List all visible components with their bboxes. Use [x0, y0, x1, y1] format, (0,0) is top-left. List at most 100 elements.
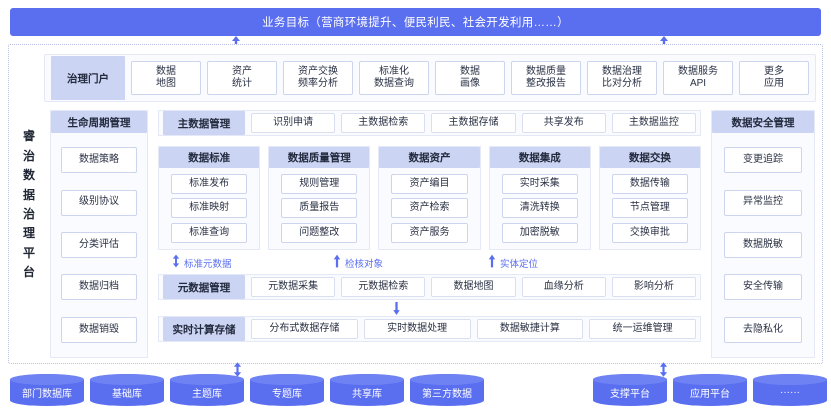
cylinder-top	[250, 374, 324, 385]
security-header: 数据安全管理	[712, 111, 814, 133]
data-source-label: 共享库	[352, 388, 382, 400]
master-data-item-monitor[interactable]: 主数据监控	[611, 113, 697, 133]
realtime-item-agile-compute[interactable]: 数据敏捷计算	[476, 319, 584, 339]
master-data-item-share-publish[interactable]: 共享发布	[521, 113, 606, 133]
domain-item-encrypt-mask[interactable]: 加密脱敏	[501, 222, 578, 243]
domain-item-asset-search[interactable]: 资产检索	[391, 198, 468, 219]
arrow-metadata-realtime	[392, 302, 402, 315]
domain-data-standard: 数据标准 标准发布 标准映射 标准查询	[158, 146, 261, 250]
data-source-label: 支撑平台	[610, 388, 650, 400]
domain-item-standard-query[interactable]: 标准查询	[171, 222, 248, 243]
master-data-item-identify-apply[interactable]: 识别申请	[251, 113, 336, 133]
lifecycle-item-data-policy[interactable]: 数据策略	[61, 147, 137, 174]
brand-char: 台	[22, 265, 35, 280]
metadata-item-search[interactable]: 元数据检索	[341, 277, 426, 297]
data-source-special-db[interactable]: 专题库	[250, 374, 324, 406]
domain-item-quality-report[interactable]: 质量报告	[281, 198, 358, 219]
security-item-data-masking[interactable]: 数据脱敏	[724, 231, 802, 258]
lifecycle-header: 生命周期管理	[51, 111, 147, 133]
data-source-department-db[interactable]: 部门数据库	[10, 374, 84, 406]
data-source-group-right: 支撑平台 应用平台 ······	[593, 374, 827, 406]
metadata-item-data-map[interactable]: 数据地图	[431, 277, 516, 297]
platform-support[interactable]: 支撑平台	[593, 374, 667, 406]
toolbar-item-standard-query[interactable]: 标准化数据查询	[359, 61, 429, 95]
master-data-row: 主数据管理 识别申请 主数据检索 主数据存储 共享发布 主数据监控	[158, 110, 701, 136]
metadata-item-lineage[interactable]: 血缘分析	[521, 277, 606, 297]
cylinder-top	[593, 374, 667, 385]
data-source-label: 主题库	[192, 388, 222, 400]
platform-more[interactable]: ······	[753, 374, 827, 406]
arrow-up-icon	[488, 254, 496, 271]
domain-data-asset: 数据资产 资产编目 资产检索 资产服务	[378, 146, 481, 250]
lifecycle-panel: 生命周期管理 数据策略 级别协议 分类评估 数据归档 数据销毁	[50, 110, 148, 358]
lifecycle-item-classification[interactable]: 分类评估	[61, 231, 137, 258]
domain-list: 实时采集 清洗转换 加密脱敏	[490, 168, 590, 249]
metadata-header: 元数据管理	[163, 275, 245, 299]
domain-item-rule-management[interactable]: 规则管理	[281, 174, 358, 195]
security-item-secure-transfer[interactable]: 安全传输	[724, 274, 802, 301]
master-data-item-storage[interactable]: 主数据存储	[431, 113, 516, 133]
cylinder-top	[753, 374, 827, 385]
data-source-third-party[interactable]: 第三方数据	[410, 374, 484, 406]
toolbar-item-data-map[interactable]: 数据地图	[131, 61, 201, 95]
domain-item-exchange-approve[interactable]: 交换审批	[611, 222, 689, 243]
flow-label-check-object: 检核对象	[333, 254, 383, 271]
platform-application[interactable]: 应用平台	[673, 374, 747, 406]
lifecycle-item-level-agreement[interactable]: 级别协议	[61, 189, 137, 216]
security-item-change-tracking[interactable]: 变更追踪	[724, 147, 802, 174]
toolbar-item-more-apps[interactable]: 更多应用	[739, 61, 809, 95]
flow-label-text: 检核对象	[345, 258, 384, 270]
realtime-item-unified-ops[interactable]: 统一运维管理	[589, 319, 696, 339]
toolbar-item-data-profile[interactable]: 数据画像	[435, 61, 505, 95]
arrow-platform-sources-left	[233, 362, 243, 377]
domain-item-asset-service[interactable]: 资产服务	[391, 222, 468, 243]
data-source-basic-db[interactable]: 基础库	[90, 374, 164, 406]
arrow-up-icon	[333, 254, 341, 271]
business-goal-banner: 业务目标（营商环境提升、便民利民、社会开发利用……）	[10, 8, 821, 36]
master-data-item-search[interactable]: 主数据检索	[341, 113, 426, 133]
domain-item-clean-transform[interactable]: 清洗转换	[501, 198, 578, 219]
realtime-item-stream-processing[interactable]: 实时数据处理	[363, 319, 471, 339]
domain-data-quality: 数据质量管理 规则管理 质量报告 问题整改	[268, 146, 371, 250]
security-item-anomaly-monitor[interactable]: 异常监控	[724, 189, 802, 216]
security-item-de-identify[interactable]: 去隐私化	[724, 316, 802, 343]
flow-label-entity-locate: 实体定位	[488, 254, 538, 271]
domain-header: 数据资产	[379, 147, 480, 168]
toolbar-item-quality-report[interactable]: 数据质量整改报告	[511, 61, 581, 95]
governance-portal-toolbar: 治理门户 数据地图 资产统计 资产交换频率分析 标准化数据查询 数据画像 数据质…	[44, 54, 816, 102]
cylinder-top	[673, 374, 747, 385]
toolbar-item-governance-compare[interactable]: 数据治理比对分析	[587, 61, 657, 95]
toolbar-item-asset-stats[interactable]: 资产统计	[207, 61, 277, 95]
domain-item-standard-publish[interactable]: 标准发布	[171, 174, 248, 195]
metadata-item-collect[interactable]: 元数据采集	[251, 277, 336, 297]
realtime-item-distributed-storage[interactable]: 分布式数据存储	[251, 319, 358, 339]
platform-brand-label: 睿 治 数 据 治 理 平 台	[14, 62, 44, 348]
lifecycle-item-destroy[interactable]: 数据销毁	[61, 316, 137, 343]
arrow-platform-sources-right	[659, 362, 669, 377]
domain-list: 资产编目 资产检索 资产服务	[379, 168, 479, 249]
business-goal-text: 业务目标（营商环境提升、便民利民、社会开发利用……）	[262, 17, 569, 29]
brand-char: 据	[22, 187, 35, 202]
domain-data-integration: 数据集成 实时采集 清洗转换 加密脱敏	[488, 146, 591, 250]
domain-item-asset-catalog[interactable]: 资产编目	[391, 174, 468, 195]
domain-data-exchange: 数据交换 数据传输 节点管理 交换审批	[598, 146, 702, 250]
data-source-shared-db[interactable]: 共享库	[330, 374, 404, 406]
domain-item-realtime-collect[interactable]: 实时采集	[501, 174, 578, 195]
cylinder-top	[170, 374, 244, 385]
domain-item-data-transfer[interactable]: 数据传输	[611, 174, 689, 195]
brand-char: 数	[22, 168, 35, 183]
metadata-item-impact[interactable]: 影响分析	[611, 277, 697, 297]
lifecycle-item-archive[interactable]: 数据归档	[61, 274, 137, 301]
domain-item-node-management[interactable]: 节点管理	[611, 198, 689, 219]
security-panel: 数据安全管理 变更追踪 异常监控 数据脱敏 安全传输 去隐私化	[711, 110, 815, 358]
domain-header: 数据质量管理	[269, 147, 370, 168]
domain-header: 数据交换	[599, 147, 701, 168]
data-source-topic-db[interactable]: 主题库	[170, 374, 244, 406]
domain-item-issue-rectify[interactable]: 问题整改	[281, 222, 358, 243]
domain-item-standard-mapping[interactable]: 标准映射	[171, 198, 248, 219]
cylinder-top	[90, 374, 164, 385]
domain-header: 数据集成	[489, 147, 590, 168]
toolbar-item-exchange-frequency[interactable]: 资产交换频率分析	[283, 61, 353, 95]
